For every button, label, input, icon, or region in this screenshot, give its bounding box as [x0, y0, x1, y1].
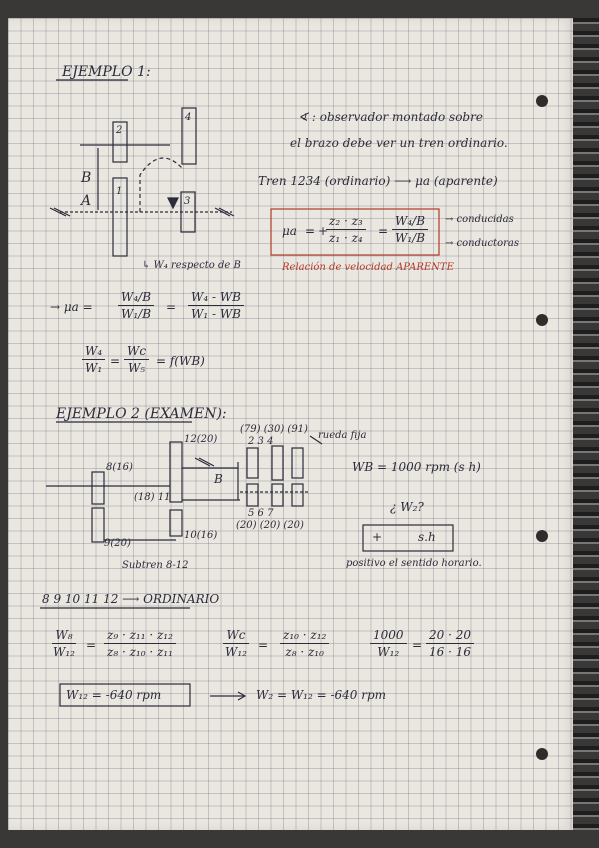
mu-a-arrow: → μa =	[50, 300, 93, 314]
observer-triangle	[167, 197, 179, 210]
gear-11-label: (18) 11	[134, 492, 171, 503]
gear-1-label: 1	[116, 186, 123, 197]
equals-sign: =	[305, 224, 316, 238]
eq1-right-num: z₉ · z₁₁ · z₁₂	[104, 628, 176, 644]
rel-f1-num: W₄	[82, 344, 106, 360]
relation-fraction-2: Wc W₅	[124, 344, 150, 375]
ordinary-train-heading: 8 9 10 11 12 ⟶ ORDINARIO	[42, 592, 220, 606]
eq3-left-num: 1000	[370, 628, 407, 644]
eq2-left-num: Wc	[223, 628, 249, 644]
gear-12-label: 12(20)	[184, 434, 218, 445]
gear-4-sketch	[181, 107, 197, 165]
function-of-wb: = f(WB)	[156, 354, 205, 368]
gear-9-label: 9(20)	[104, 538, 131, 549]
gear-2-label: 2	[116, 125, 123, 136]
mu-f2-num: W₄ - WB	[188, 290, 244, 306]
equals-sign: =	[166, 300, 177, 314]
gear-1-sketch	[112, 177, 128, 257]
plus-sign: +	[318, 224, 329, 238]
sign-plus: +	[372, 530, 383, 544]
eq1-left: W₈ W₁₂	[50, 628, 78, 659]
eq1-left-num: W₈	[52, 628, 76, 644]
gear-4-label: 4	[185, 112, 192, 123]
speed-numerator: W₄/B	[392, 214, 429, 230]
equals-sign: =	[110, 354, 121, 368]
subtrain-label: Subtren 8-12	[122, 560, 189, 571]
apparent-ratio-note: Relación de velocidad APARENTE	[282, 262, 454, 273]
observer-line-1: ∢ : observador montado sobre	[298, 110, 483, 124]
equals-sign: =	[86, 638, 97, 652]
punch-hole	[536, 314, 548, 326]
w4-respect-b-note: ↳ W₄ respecto de B	[142, 260, 241, 271]
fixed-wheel-note: rueda fija	[318, 430, 367, 441]
punch-hole	[536, 748, 548, 760]
gear-8-label: 8(16)	[106, 462, 133, 473]
teeth-numerator: z₂ · z₃	[326, 214, 366, 230]
eq3-right: 20 · 20 16 · 16	[426, 628, 474, 659]
eq3-left-den: W₁₂	[377, 645, 400, 659]
example-2-title: EJEMPLO 2 (EXAMEN):	[56, 406, 227, 422]
eq3-right-den: 16 · 16	[429, 645, 471, 659]
label-b: B	[81, 170, 92, 186]
arm-b-label: B	[214, 472, 223, 486]
sign-clockwise: s.h	[418, 530, 436, 544]
mu-fraction-2: W₄ - WB W₁ - WB	[188, 290, 244, 321]
conductoras-note: → conductoras	[445, 238, 519, 249]
speed-ratio: W₄/B W₁/B	[392, 214, 429, 245]
notebook-page	[8, 18, 574, 830]
teeth-ratio: z₂ · z₃ z₁ · z₄	[326, 214, 366, 245]
eq2-right: z₁₀ · z₁₂ z₈ · z₁₀	[280, 628, 330, 659]
relation-fraction-1: W₄ W₁	[82, 344, 106, 375]
spiral-binding	[573, 18, 599, 830]
eq1-right-den: z₈ · z₁₀ · z₁₁	[107, 645, 173, 659]
eq2-right-den: z₈ · z₁₀	[285, 645, 324, 659]
eq1-left-den: W₁₂	[53, 645, 75, 659]
w2-question: ¿ W₂?	[390, 500, 424, 514]
mu-f1-num: W₄/B	[118, 290, 155, 306]
rel-f2-num: Wc	[124, 344, 150, 360]
mu-fraction-1: W₄/B W₁/B	[118, 290, 155, 321]
top-gear-numbers: 2 3 4	[248, 436, 274, 447]
mu-f2-den: W₁ - WB	[191, 307, 241, 321]
teeth-denominator: z₁ · z₄	[329, 231, 363, 245]
bottom-gear-numbers: 5 6 7	[248, 508, 274, 519]
observer-line-2: el brazo debe ver un tren ordinario.	[290, 136, 508, 150]
formula-box	[270, 208, 440, 256]
eq2-left-den: W₁₂	[225, 645, 247, 659]
eq2-left: Wc W₁₂	[222, 628, 250, 659]
sign-box	[362, 524, 454, 552]
eq1-right: z₉ · z₁₁ · z₁₂ z₈ · z₁₀ · z₁₁	[104, 628, 176, 659]
label-a: A	[81, 193, 92, 209]
gear-2-sketch	[112, 121, 128, 163]
punch-hole	[536, 95, 548, 107]
mu-a-label: μa	[282, 224, 297, 238]
gear-10-label: 10(16)	[184, 530, 218, 541]
rel-f2-den: W₅	[127, 361, 146, 375]
bottom-teeth-labels: (20) (20) (20)	[236, 520, 304, 531]
equals-sign: =	[412, 638, 423, 652]
w2-final-result: W₂ = W₁₂ = -640 rpm	[256, 688, 387, 702]
train-description: Tren 1234 (ordinario) ⟶ μa (aparente)	[258, 174, 498, 188]
gear-3-label: 3	[184, 196, 191, 207]
eq2-right-num: z₁₀ · z₁₂	[280, 628, 330, 644]
punch-hole	[536, 530, 548, 542]
positive-clockwise-note: positivo el sentido horario.	[346, 558, 482, 569]
equals-sign: =	[258, 638, 269, 652]
arm-sketch	[139, 157, 183, 212]
top-teeth-labels: (79) (30) (91)	[240, 424, 308, 435]
eq3-left: 1000 W₁₂	[370, 628, 407, 659]
mu-f1-den: W₁/B	[121, 307, 152, 321]
equals-sign: =	[378, 224, 389, 238]
conducidas-note: → conducidas	[445, 214, 514, 225]
w12-result: W₁₂ = -640 rpm	[66, 688, 162, 702]
speed-denominator: W₁/B	[395, 231, 426, 245]
result-box	[59, 683, 191, 707]
example-1-title: EJEMPLO 1:	[62, 64, 151, 80]
arm-speed: WB = 1000 rpm (s h)	[352, 460, 481, 474]
eq3-right-num: 20 · 20	[426, 628, 474, 644]
rel-f1-den: W₁	[85, 361, 103, 375]
